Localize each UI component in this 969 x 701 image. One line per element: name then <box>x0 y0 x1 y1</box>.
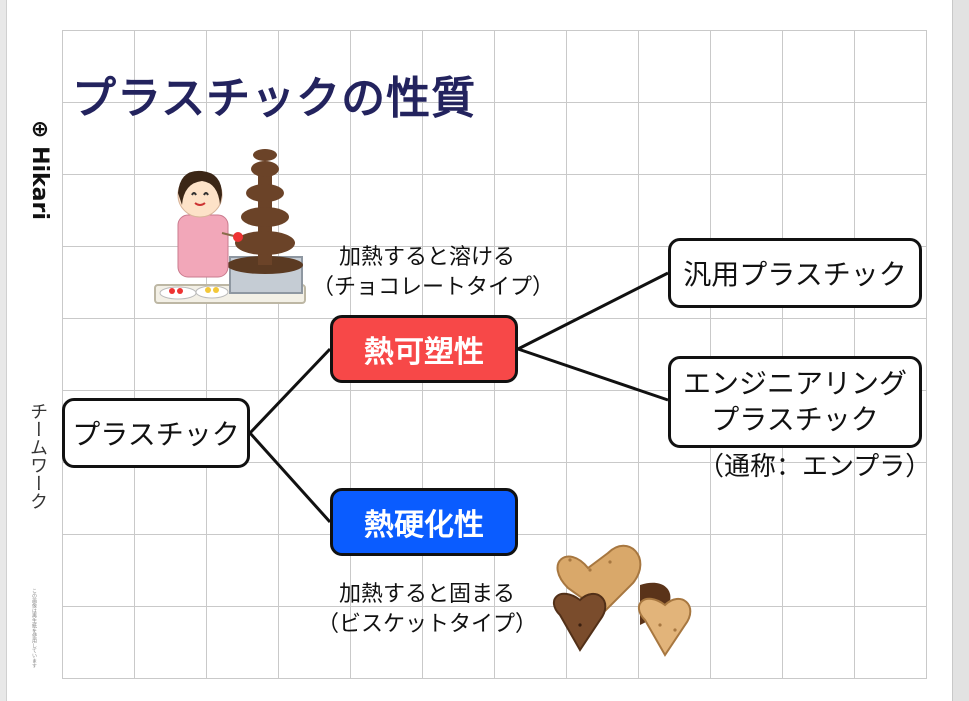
hard-note: 加熱すると固まる （ビスケットタイプ） <box>312 580 542 640</box>
melt-note: 加熱すると溶ける （チョコレートタイプ） <box>312 243 555 303</box>
left-edge <box>0 0 7 701</box>
connector-thermoplastic-engineering <box>517 347 669 402</box>
connector-root-thermosetting <box>248 431 332 524</box>
engineering-line-1: エンジニアリング <box>682 367 907 400</box>
thermosetting-node: 熱硬化性 <box>330 488 518 556</box>
thermoplastic-node: 熱可塑性 <box>330 315 518 383</box>
vertical-label: チームワーク <box>27 402 48 510</box>
hard-note-line-2: （ビスケットタイプ） <box>316 612 537 637</box>
hard-note-line-1: 加熱すると固まる <box>338 582 515 607</box>
chocolate-fountain-illustration <box>154 149 306 304</box>
tiny-note: この画像は再生紙を使用しています <box>31 588 37 668</box>
plastic-root-node: プラスチック <box>62 398 250 468</box>
connector-thermoplastic-general <box>517 271 669 351</box>
melt-note-line-2: （チョコレートタイプ） <box>312 275 555 300</box>
scrollbar[interactable] <box>952 0 969 701</box>
melt-note-line-1: 加熱すると溶ける <box>338 245 515 270</box>
engineering-plastic-node: エンジニアリング プラスチック <box>668 356 922 448</box>
general-plastic-node: 汎用プラスチック <box>668 238 922 308</box>
engineering-line-2: プラスチック <box>711 403 879 436</box>
slide-title: プラスチックの性質 <box>72 73 477 124</box>
biscuits-illustration <box>553 544 692 657</box>
connector-root-thermoplastic <box>248 347 332 435</box>
engineering-abbreviation: （通称：エンプラ） <box>698 452 932 482</box>
